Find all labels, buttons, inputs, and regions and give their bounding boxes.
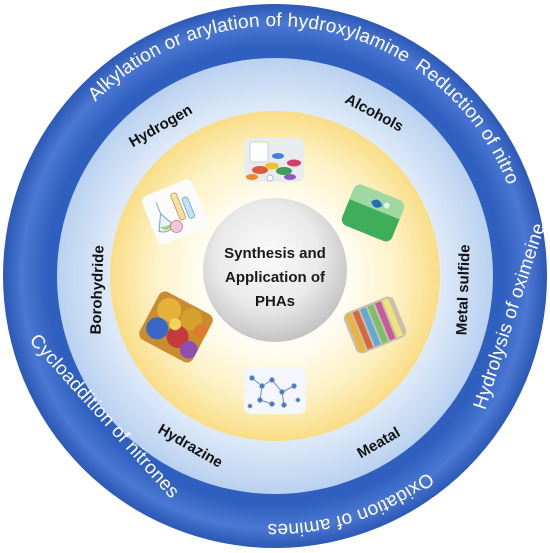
pills-image <box>244 138 304 182</box>
colored-tubes-image <box>341 294 409 356</box>
center-title-line1: Synthesis and <box>224 245 326 262</box>
center-title-line3: PHAs <box>255 293 295 310</box>
mid-label-borohydride: Borohydride <box>87 245 107 335</box>
colored-powders-image <box>136 289 216 365</box>
center-title-line2: Application of <box>225 269 326 286</box>
center-circle <box>203 198 347 342</box>
mid-label-metal-sulfide: Metal sulfide <box>453 244 473 335</box>
molecule-network-image <box>244 368 306 414</box>
green-liquid-image <box>339 182 407 244</box>
lab-glassware-image <box>140 177 210 247</box>
